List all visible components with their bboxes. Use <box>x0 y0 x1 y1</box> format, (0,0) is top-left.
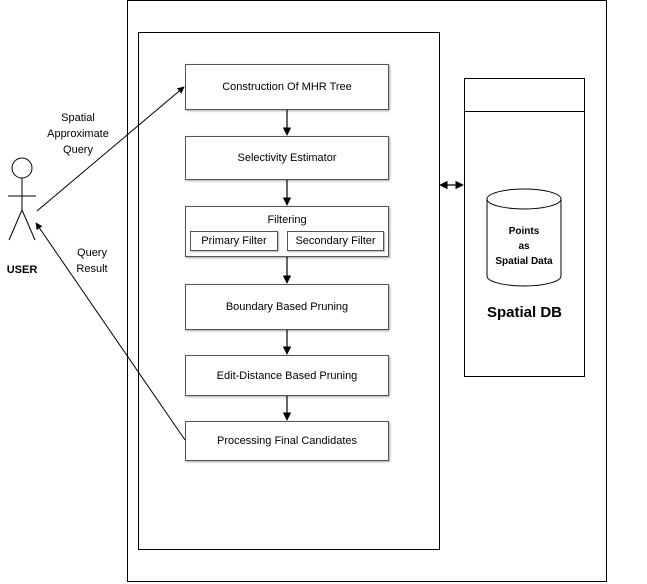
user-label: USER <box>6 264 38 276</box>
query-label-line-1: Spatial <box>61 112 95 124</box>
step-selectivity-estimator: Selectivity Estimator <box>185 136 389 180</box>
cylinder-line-3: Spatial Data <box>495 256 553 267</box>
query-result-label: Query Result <box>66 245 118 277</box>
step-edit-distance-based-pruning: Edit-Distance Based Pruning <box>185 355 389 396</box>
step-filtering: Filtering Primary Filter Secondary Filte… <box>185 206 389 257</box>
step-processing-final-candidates: Processing Final Candidates <box>185 421 389 461</box>
query-label-line-2: Approximate <box>47 128 109 140</box>
spatial-approximate-query-label: Spatial Approximate Query <box>44 110 112 158</box>
spatial-db-title: Spatial DB <box>486 304 562 321</box>
arrow-user-query <box>36 86 185 212</box>
secondary-filter-box: Secondary Filter <box>287 231 384 251</box>
user-figure-icon <box>8 157 36 241</box>
result-label-line-2: Result <box>76 263 108 275</box>
step-boundary-based-pruning: Boundary Based Pruning <box>185 284 389 330</box>
arrow-query-result <box>35 222 186 441</box>
cylinder-line-1: Points <box>508 226 540 237</box>
primary-filter-box: Primary Filter <box>190 231 278 251</box>
database-cylinder-icon <box>486 188 562 287</box>
cylinder-line-2: as <box>518 241 530 252</box>
cylinder-text: Points as Spatial Data <box>487 224 561 269</box>
spatial-db-panel-header-divider <box>464 111 585 112</box>
step-construction-of-mhr-tree: Construction Of MHR Tree <box>185 64 389 110</box>
filtering-title: Filtering <box>267 214 307 226</box>
query-label-line-3: Query <box>63 144 93 156</box>
result-label-line-1: Query <box>77 247 107 259</box>
